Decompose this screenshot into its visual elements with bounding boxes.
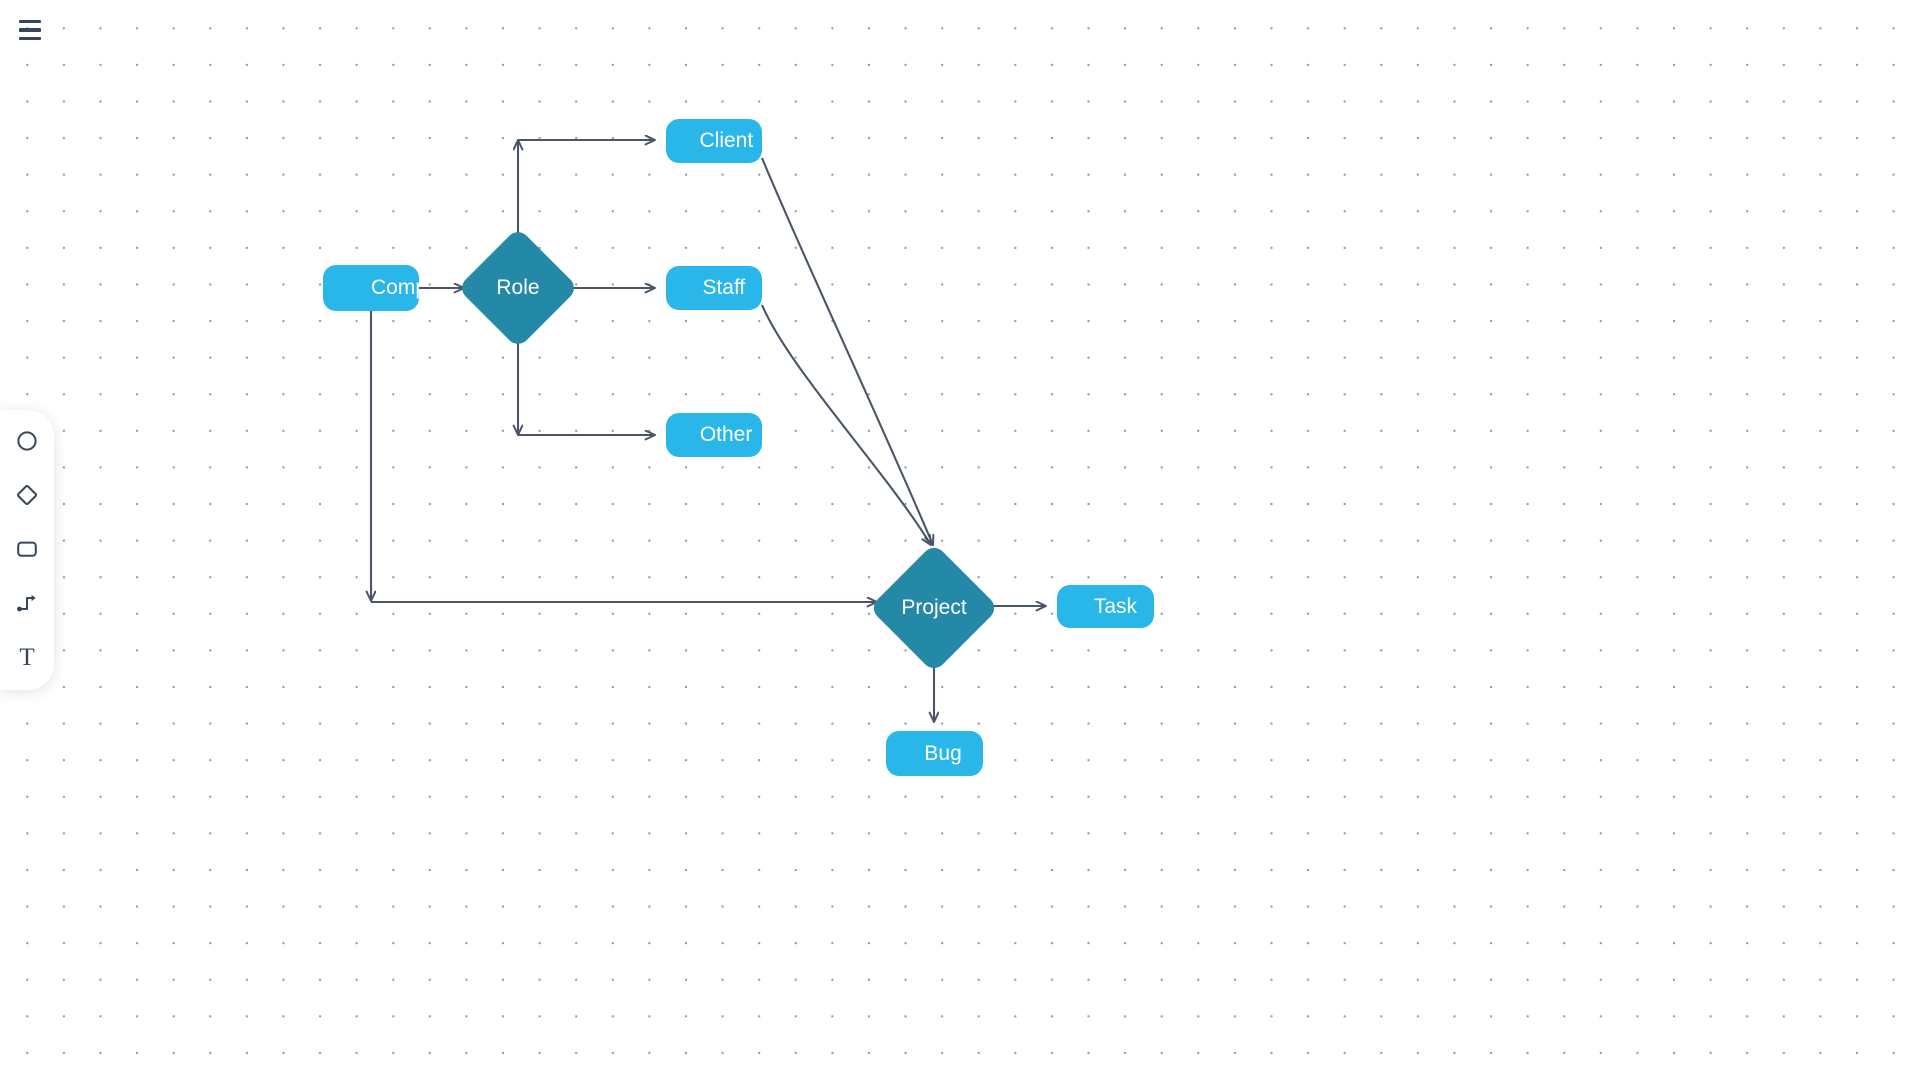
text-tool[interactable]: T [10,640,44,674]
node-other-label: Other [699,423,753,446]
menu-bar-1 [19,19,41,24]
node-company-clip: Company [323,265,419,311]
ellipse-tool[interactable] [10,424,44,458]
rectangle-tool[interactable] [10,532,44,566]
node-other[interactable]: Other [666,413,762,457]
circle-icon [17,431,37,451]
node-task[interactable]: Task [1057,585,1154,628]
node-other-clip: Other [666,413,762,457]
node-bug-label: Bug [924,741,962,765]
node-bug[interactable]: Bug [886,731,983,776]
node-task-label: Task [1093,594,1138,618]
node-project[interactable]: Project [868,542,1000,674]
node-staff[interactable]: Staff [666,266,762,310]
connector-arrow-icon [17,594,36,612]
text-icon: T [19,643,35,671]
rounded-rectangle-icon [17,541,37,557]
diamond-tool[interactable] [10,478,44,512]
node-company-label: Company [371,276,419,299]
node-staff-label: Staff [702,276,746,299]
node-client-label: Client [699,129,754,152]
tool-palette: T [0,410,54,690]
connector-tool[interactable] [10,586,44,620]
node-task-clip: Task [1057,585,1154,628]
node-client[interactable]: Client [666,119,762,163]
node-company[interactable]: Company [323,265,419,311]
node-client-clip: Client [666,119,762,163]
node-staff-clip: Staff [666,266,762,310]
node-role-label: Role [496,276,540,299]
node-bug-clip: Bug [886,731,983,776]
diamond-icon [16,484,38,506]
menu-bar-2 [19,28,41,32]
node-project-label: Project [901,596,967,619]
menu-bar-3 [19,36,41,41]
edge-staff-project [761,304,931,545]
node-role[interactable]: Role [457,227,579,349]
edge-client-project [761,157,933,545]
hamburger-menu-icon[interactable] [8,8,52,52]
